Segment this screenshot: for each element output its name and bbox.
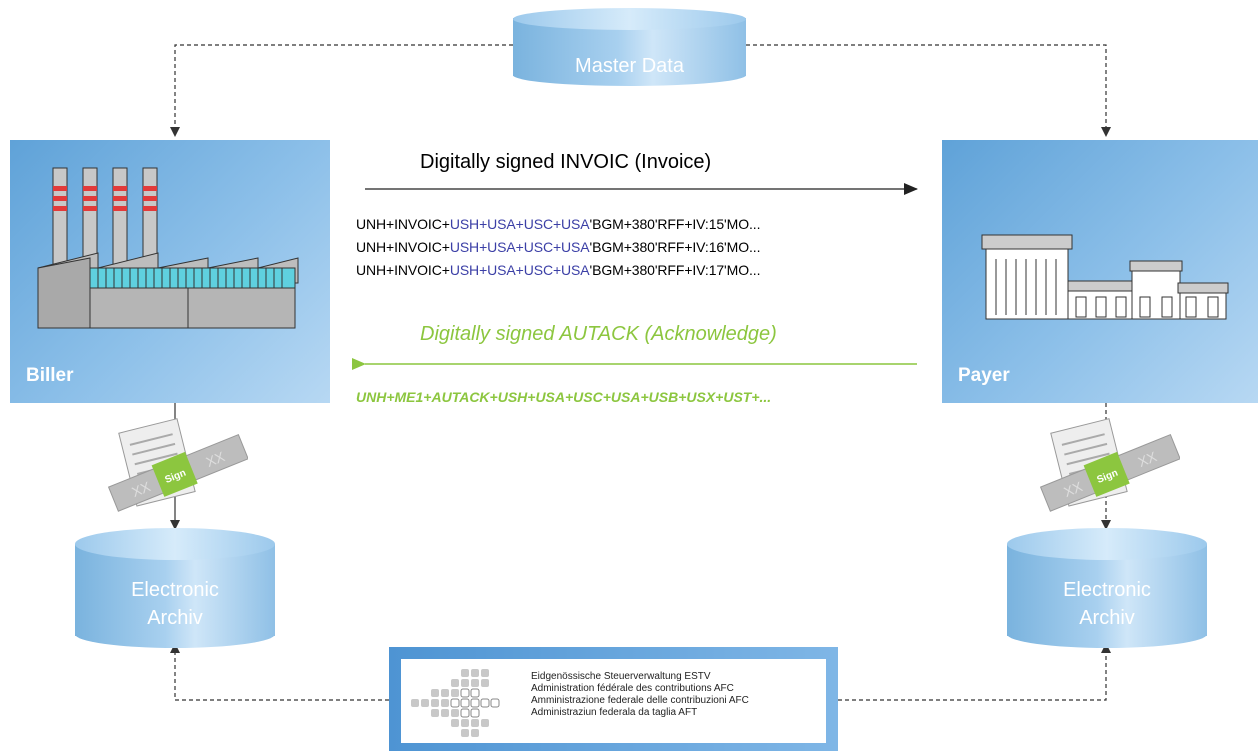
invoice-line-3-blue: USH+USA+USC+USA [449,262,590,278]
estv-inner: Eidgenössische Steuerverwaltung ESTV Adm… [401,659,826,743]
sign-document-left: Sign XX XX [107,412,249,522]
invoice-line-2: UNH+INVOIC+USH+USA+USC+USA'BGM+380'RFF+I… [356,239,760,255]
estv-text: Eidgenössische Steuerverwaltung ESTV Adm… [531,671,749,719]
invoice-line-3: UNH+INVOIC+USH+USA+USC+USA'BGM+380'RFF+I… [356,262,760,278]
estv-line-2: Administration fédérale des contribution… [531,683,734,694]
invoice-line-3-pre: UNH+INVOIC+ [356,262,450,278]
xx-label-left-1: XX [129,478,153,500]
signed-document-icon: Sign XX XX [107,418,249,512]
xx-label-left-2: XX [204,448,228,470]
invoice-line-2-blue: USH+USA+USC+USA [449,239,590,255]
invoice-title: Digitally signed INVOIC (Invoice) [420,151,712,173]
archive-right-line1: Electronic [1063,579,1151,601]
master-data-label: Master Data [575,55,684,77]
estv-line-4: Administraziun federala da taglia AFT [531,707,698,718]
building-icon [981,234,1229,320]
master-to-biller-line [170,44,513,137]
estv-line-3: Amministrazione federale delle contribuz… [531,695,749,706]
factory-icon [37,167,299,329]
invoice-line-2-post: 'BGM+380'RFF+IV:16'MO... [589,239,761,255]
payer-box: Payer [942,140,1258,403]
invoice-line-1-blue: USH+USA+USC+USA [449,216,590,232]
invoice-line-3-post: 'BGM+380'RFF+IV:17'MO... [589,262,761,278]
sign-document-right: Sign XX XX [1039,412,1181,522]
archive-left-cylinder: Electronic Archiv [75,528,275,648]
estv-line-1: Eidgenössische Steuerverwaltung ESTV [531,671,711,682]
archive-right-cylinder: Electronic Archiv [1007,528,1207,648]
signed-document-icon: Sign XX XX [1039,418,1181,512]
invoice-line-1-post: 'BGM+380'RFF+IV:15'MO... [589,216,761,232]
estv-box: Eidgenössische Steuerverwaltung ESTV Adm… [389,647,838,751]
archive-left-line1: Electronic [131,579,219,601]
estv-to-left-archive-line [170,643,389,701]
payer-label: Payer [958,365,1010,386]
xx-label-right-2: XX [1136,448,1160,470]
archive-right-line2: Archiv [1079,607,1135,629]
ack-line: UNH+ME1+AUTACK+USH+USA+USC+USA+USB+USX+U… [356,389,772,405]
estv-logo-icon [411,669,500,737]
invoice-line-1: UNH+INVOIC+USH+USA+USC+USA'BGM+380'RFF+I… [356,216,760,232]
ack-title: Digitally signed AUTACK (Acknowledge) [420,323,777,345]
invoice-line-1-pre: UNH+INVOIC+ [356,216,450,232]
biller-label: Biller [26,365,74,386]
master-data-cylinder: Master Data [513,8,746,86]
master-to-payer-line [746,44,1111,137]
invoice-line-2-pre: UNH+INVOIC+ [356,239,450,255]
archive-left-line2: Archiv [147,607,203,629]
estv-to-right-archive-line [838,643,1111,701]
biller-box: Biller [10,140,330,403]
xx-label-right-1: XX [1061,478,1085,500]
